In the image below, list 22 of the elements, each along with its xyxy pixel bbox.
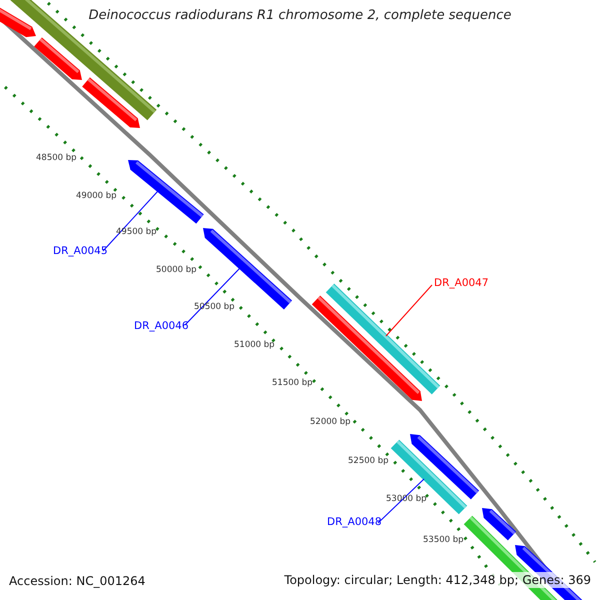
leader-line xyxy=(184,268,240,326)
tick-label: 51500 bp xyxy=(272,378,313,388)
accession-text: Accession: NC_001264 xyxy=(9,574,146,588)
tick-label: 49000 bp xyxy=(76,191,117,201)
gene-label: DR_A0048 xyxy=(327,516,382,528)
tick-label: 48500 bp xyxy=(36,153,77,163)
summary-text: Topology: circular; Length: 412,348 bp; Genes: 369 xyxy=(283,572,592,588)
gene-feature xyxy=(312,296,422,401)
diagram-title: Deinococcus radiodurans R1 chromosome 2, complete sequence xyxy=(88,8,512,23)
leader-line xyxy=(102,190,158,252)
gene-label: DR_A0046 xyxy=(134,320,189,332)
gene-feature xyxy=(34,37,82,80)
tick-label: 52000 bp xyxy=(310,417,351,427)
leader-line xyxy=(386,284,432,336)
gene-label: DR_A0047 xyxy=(434,277,489,289)
tick-label: 51000 bp xyxy=(234,340,275,350)
leader-line xyxy=(378,478,424,524)
gene-label: DR_A0045 xyxy=(53,245,108,257)
tick-label: 53500 bp xyxy=(423,535,464,545)
gene-feature xyxy=(82,77,140,128)
gene-feature xyxy=(128,160,204,224)
tick-label: 52500 bp xyxy=(348,456,389,466)
